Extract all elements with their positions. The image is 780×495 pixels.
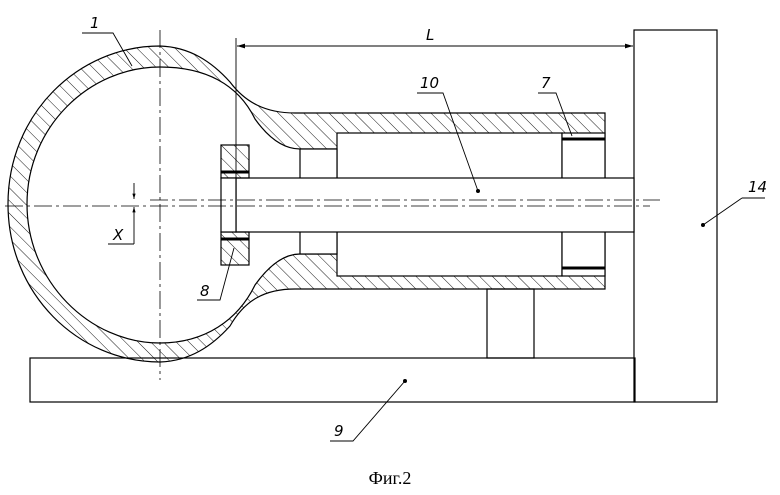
wall-block xyxy=(634,30,717,402)
svg-text:7: 7 xyxy=(541,74,551,92)
svg-text:1: 1 xyxy=(90,14,100,32)
figure-caption: Фиг.2 xyxy=(0,468,780,489)
svg-text:14: 14 xyxy=(748,178,767,196)
offset-label-x: X xyxy=(112,226,124,244)
callout-14: 14 xyxy=(701,178,767,227)
dimension-label-l: L xyxy=(426,26,434,44)
support-post xyxy=(487,289,534,358)
flange-lower xyxy=(221,232,249,265)
svg-text:9: 9 xyxy=(334,422,344,440)
base-plate xyxy=(30,358,635,402)
flange-core xyxy=(221,178,236,232)
svg-text:10: 10 xyxy=(420,74,439,92)
callout-9: 9 xyxy=(330,379,407,441)
svg-text:8: 8 xyxy=(200,282,210,300)
shaft xyxy=(236,178,634,232)
